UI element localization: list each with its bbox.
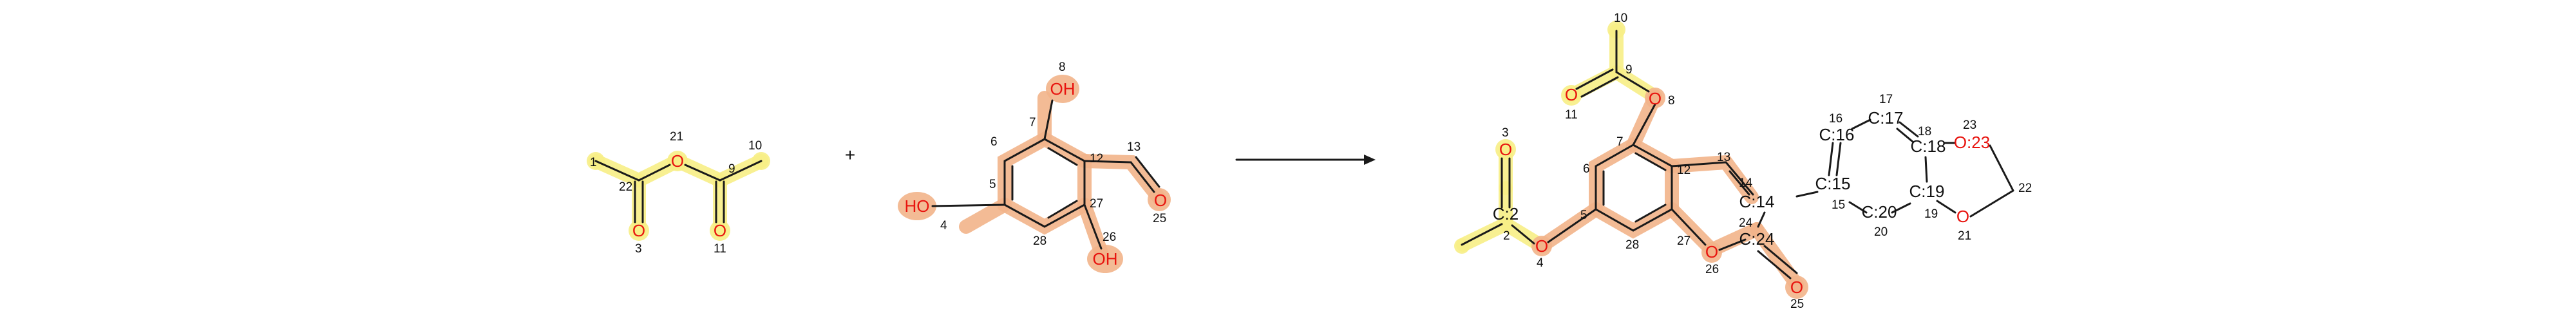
atom-OH8: OH — [1050, 79, 1075, 99]
index-12: 12 — [1090, 152, 1103, 166]
index-11: 11 — [714, 242, 726, 256]
index-27: 27 — [1090, 197, 1103, 211]
index-12: 12 — [1677, 164, 1690, 177]
index-13: 13 — [1127, 140, 1141, 154]
atom-C2: C:2 — [1493, 204, 1519, 223]
index-5: 5 — [1580, 209, 1587, 222]
atom-C17: C:17 — [1868, 108, 1904, 128]
reactant-trihydroxybenzaldehyde: OH HO OH O 8 7 6 12 13 5 4 27 28 26 25 — [898, 61, 1171, 273]
index-22: 22 — [2018, 182, 2032, 195]
index-20: 20 — [1874, 225, 1888, 239]
index-2: 2 — [1503, 229, 1510, 243]
anhydride-bonds — [594, 160, 762, 223]
index-6: 6 — [990, 135, 998, 149]
product: O O O C:2 O O O C:14 C:24 C:15 C:16 C:17… — [1454, 12, 2032, 311]
atom-C19: C:19 — [1909, 182, 1945, 201]
atom-O11: O — [714, 221, 726, 240]
index-10: 10 — [748, 139, 762, 153]
atom-O4: O — [1535, 236, 1548, 256]
atom-O25: O — [1154, 191, 1167, 210]
atom-O23: O:23 — [1954, 133, 1990, 152]
index-18: 18 — [1918, 125, 1931, 138]
product-bonds — [1461, 30, 2014, 279]
atom-O21: O — [1956, 207, 1969, 226]
benzaldehyde-bonds — [931, 99, 1160, 250]
index-10: 10 — [1614, 12, 1627, 25]
index-11: 11 — [1565, 108, 1578, 122]
plus-sign: + — [845, 145, 855, 165]
reaction-arrow — [1235, 155, 1376, 165]
index-4: 4 — [1537, 256, 1544, 270]
index-19: 19 — [1924, 207, 1938, 221]
index-17: 17 — [1879, 93, 1893, 106]
index-5: 5 — [989, 178, 996, 191]
index-28: 28 — [1625, 238, 1639, 252]
index-6: 6 — [1583, 162, 1590, 176]
index-24: 24 — [1739, 216, 1753, 230]
index-4: 4 — [940, 219, 947, 232]
index-13: 13 — [1717, 151, 1730, 164]
atom-C18: C:18 — [1911, 137, 1946, 156]
index-1: 1 — [590, 156, 597, 169]
atom-OH26: OH — [1093, 249, 1118, 269]
index-9: 9 — [1625, 63, 1633, 77]
atom-C15: C:15 — [1815, 174, 1851, 193]
atom-C14: C:14 — [1739, 192, 1775, 211]
index-3: 3 — [635, 242, 642, 256]
index-21: 21 — [1958, 229, 1971, 243]
index-22: 22 — [619, 180, 632, 194]
atom-C24: C:24 — [1739, 229, 1775, 249]
index-25: 25 — [1153, 212, 1166, 225]
atom-O3: O — [1499, 140, 1512, 159]
index-14: 14 — [1739, 176, 1753, 190]
index-8: 8 — [1059, 61, 1066, 74]
index-7: 7 — [1029, 116, 1036, 129]
index-15: 15 — [1832, 198, 1845, 212]
atom-O25: O — [1790, 278, 1803, 297]
index-25: 25 — [1790, 298, 1804, 311]
index-16: 16 — [1829, 112, 1842, 126]
index-26: 26 — [1705, 263, 1719, 276]
index-21: 21 — [670, 130, 683, 144]
atom-O8: O — [1649, 89, 1662, 108]
index-28: 28 — [1033, 234, 1046, 248]
index-26: 26 — [1103, 231, 1116, 244]
atom-HO4: HO — [905, 196, 930, 216]
atom-O21: O — [671, 151, 684, 171]
index-27: 27 — [1677, 234, 1690, 248]
atom-O11: O — [1565, 85, 1578, 104]
atom-O26: O — [1705, 242, 1718, 261]
atom-O3: O — [632, 221, 645, 240]
atom-C16: C:16 — [1819, 125, 1855, 144]
reactant-acetic-anhydride: O O O 1 22 21 9 10 3 11 — [587, 130, 770, 256]
index-23: 23 — [1963, 118, 1976, 132]
index-8: 8 — [1668, 94, 1675, 108]
atom-C20: C:20 — [1862, 202, 1897, 222]
index-9: 9 — [728, 162, 735, 176]
index-3: 3 — [1502, 126, 1509, 140]
index-7: 7 — [1616, 135, 1624, 149]
